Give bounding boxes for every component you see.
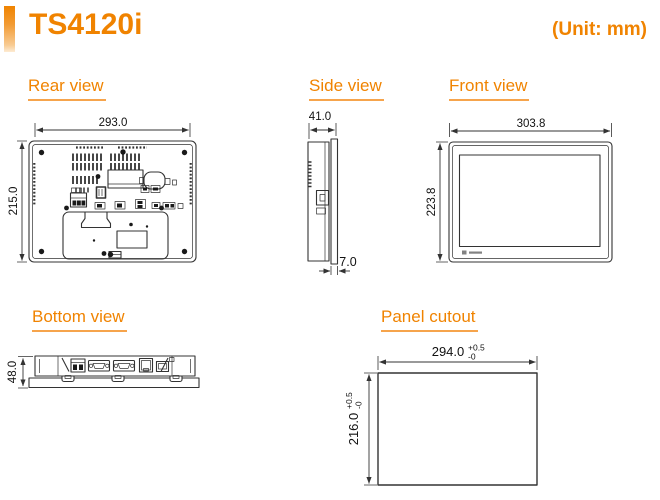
side-mounting-hook — [315, 189, 330, 206]
rear-width-value: 293.0 — [99, 117, 128, 129]
rear-dim-height: 215.0 — [8, 140, 27, 263]
section-label-front: Front view — [449, 76, 530, 101]
panel-cutout-drawing: 294.0 +0.5 -0 216.0 +0.5 -0 — [344, 343, 538, 486]
rear-shield-box — [107, 169, 144, 189]
cutout-width-tol-lower: -0 — [468, 352, 476, 362]
rear-connector-row — [94, 199, 184, 210]
front-height-value: 223.8 — [426, 188, 438, 217]
front-brand-logo — [462, 250, 482, 255]
bottom-dsub-connector-2 — [112, 359, 136, 372]
bottom-tab-slots — [64, 375, 180, 379]
front-bezel — [448, 141, 613, 263]
side-depth-value: 41.0 — [309, 111, 331, 123]
rear-view-drawing: 293.0 215.0 — [8, 117, 197, 263]
front-dim-height: 223.8 — [426, 141, 448, 263]
cutout-width-value: 294.0 — [432, 344, 465, 359]
cutout-height-value: 216.0 — [346, 413, 361, 446]
section-label-cutout: Panel cutout — [381, 307, 478, 332]
bottom-dim-height: 48.0 — [7, 356, 33, 389]
accent-bar — [4, 6, 15, 52]
section-label-bottom: Bottom view — [32, 307, 127, 332]
side-dim-depth: 41.0 — [308, 111, 337, 139]
rear-speaker-component — [139, 171, 177, 193]
side-view-drawing: 41.0 7.0 — [307, 111, 357, 275]
bottom-height-value: 48.0 — [7, 361, 19, 383]
bottom-view-drawing: 48.0 — [7, 355, 200, 389]
side-body — [307, 138, 339, 265]
side-dim-panel-thickness: 7.0 — [319, 255, 357, 275]
rear-height-value: 215.0 — [8, 187, 20, 216]
page-title: TS4120i — [29, 8, 143, 41]
front-screen — [458, 154, 601, 248]
rear-power-terminal — [69, 187, 88, 208]
cutout-width-tol-upper: +0.5 — [468, 343, 485, 353]
section-label-rear: Rear view — [28, 76, 106, 101]
side-panel-thickness-value: 7.0 — [339, 255, 356, 269]
unit-label: (Unit: mm) — [552, 19, 647, 40]
rear-dim-width: 293.0 — [34, 117, 191, 137]
bottom-dsub-connector-1 — [87, 359, 111, 372]
cutout-dim-width: 294.0 +0.5 -0 — [377, 343, 538, 370]
section-label-side: Side view — [309, 76, 384, 101]
bottom-ethernet-port — [138, 357, 154, 373]
cutout-height-tol-lower: -0 — [354, 401, 364, 409]
rear-terminal-cover — [62, 211, 169, 260]
bottom-small-port — [169, 357, 175, 362]
front-dim-width: 303.8 — [449, 118, 612, 137]
cutout-dim-height: 216.0 +0.5 -0 — [344, 372, 377, 486]
rear-vents — [72, 153, 140, 193]
rear-relay-component — [95, 186, 107, 199]
rear-screws — [38, 149, 188, 258]
bottom-power-terminal — [70, 358, 86, 373]
rear-body — [28, 140, 197, 263]
cutout-rectangle — [377, 372, 538, 486]
bottom-body — [34, 355, 196, 377]
bottom-usb-port — [155, 360, 170, 373]
front-view-drawing: 303.8 223.8 — [426, 118, 613, 263]
front-width-value: 303.8 — [517, 118, 546, 130]
side-vent-ridges — [308, 161, 312, 188]
cutout-height-tol-upper: +0.5 — [344, 392, 354, 409]
